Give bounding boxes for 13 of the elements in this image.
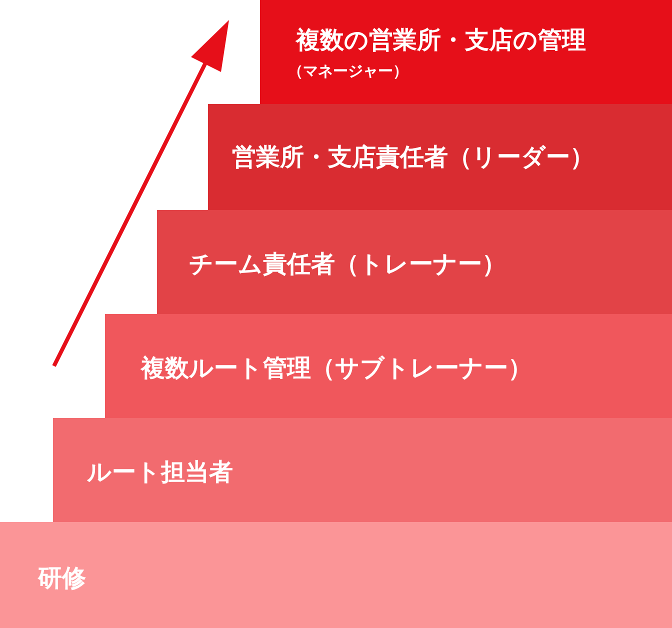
step-title: 複数の営業所・支店の管理: [296, 28, 586, 52]
step-title: ルート担当者: [87, 460, 233, 484]
step-band: [157, 210, 672, 314]
role-label: （マネージャー）: [288, 64, 408, 79]
step-band: [53, 418, 672, 522]
step-title: 研修: [38, 566, 86, 590]
step-title: チーム責任者（トレーナー）: [189, 252, 506, 276]
step-band: [0, 522, 672, 628]
step-title: 複数ルート管理（サブトレーナー）: [141, 356, 532, 380]
step-band: [260, 0, 672, 104]
step-title: 営業所・支店責任者（リーダー）: [232, 145, 594, 169]
step-band: [208, 104, 672, 210]
step-band: [105, 314, 672, 418]
